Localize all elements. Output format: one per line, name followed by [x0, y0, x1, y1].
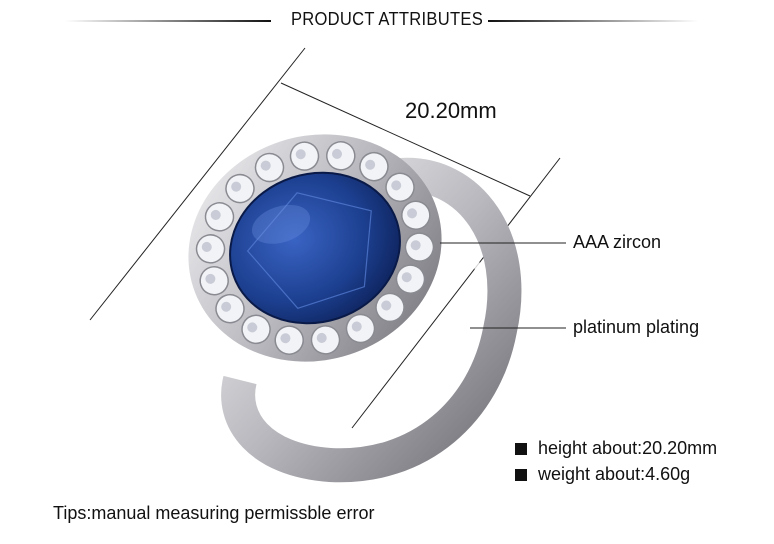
dimension-label: 20.20mm [405, 98, 497, 123]
zircon-facet [407, 208, 418, 219]
halo-setting [188, 134, 442, 362]
spec-weight: weight about:4.60g [515, 464, 690, 485]
zircon-facet [381, 300, 392, 311]
spec-height-text: height about:20.20mm [538, 438, 718, 458]
dimension-line-left [89, 47, 306, 321]
zircon-facet [332, 148, 343, 159]
ring-band [221, 157, 522, 483]
blue-gemstone [229, 171, 401, 325]
callout-aaa-zircon: AAA zircon [573, 232, 662, 252]
zircon-facet [247, 322, 258, 333]
zircon-facet [260, 160, 271, 171]
zircon-facet [210, 209, 221, 220]
zircon-facet [391, 180, 402, 191]
square-bullet-icon [515, 442, 527, 455]
zircon-facet [295, 149, 306, 160]
title-rule-right [488, 20, 698, 22]
zircon-facet [410, 240, 421, 251]
zircon-facet [231, 181, 242, 192]
zircon-facet [351, 321, 362, 332]
zircon-facet [201, 241, 212, 252]
zircon-facet [401, 272, 412, 283]
dimension-line-right [351, 157, 561, 429]
dimension-line-top [280, 82, 531, 197]
spec-weight-text: weight about:4.60g [538, 464, 691, 484]
tips-text: Tips:manual measuring permissble error [53, 503, 375, 523]
zircon-facet [221, 301, 232, 312]
title-rule-left [65, 20, 271, 22]
zircon-facet [280, 333, 291, 344]
zircon-facet [316, 332, 327, 343]
square-bullet-icon [515, 468, 527, 481]
page-title: PRODUCT ATTRIBUTES [290, 9, 484, 29]
spec-height: height about:20.20mm [515, 438, 717, 459]
callout-platinum-plating: platinum plating [573, 317, 700, 337]
zircon-facet [365, 159, 376, 170]
zircon-halo [195, 141, 435, 355]
zircon-facet [205, 273, 216, 284]
